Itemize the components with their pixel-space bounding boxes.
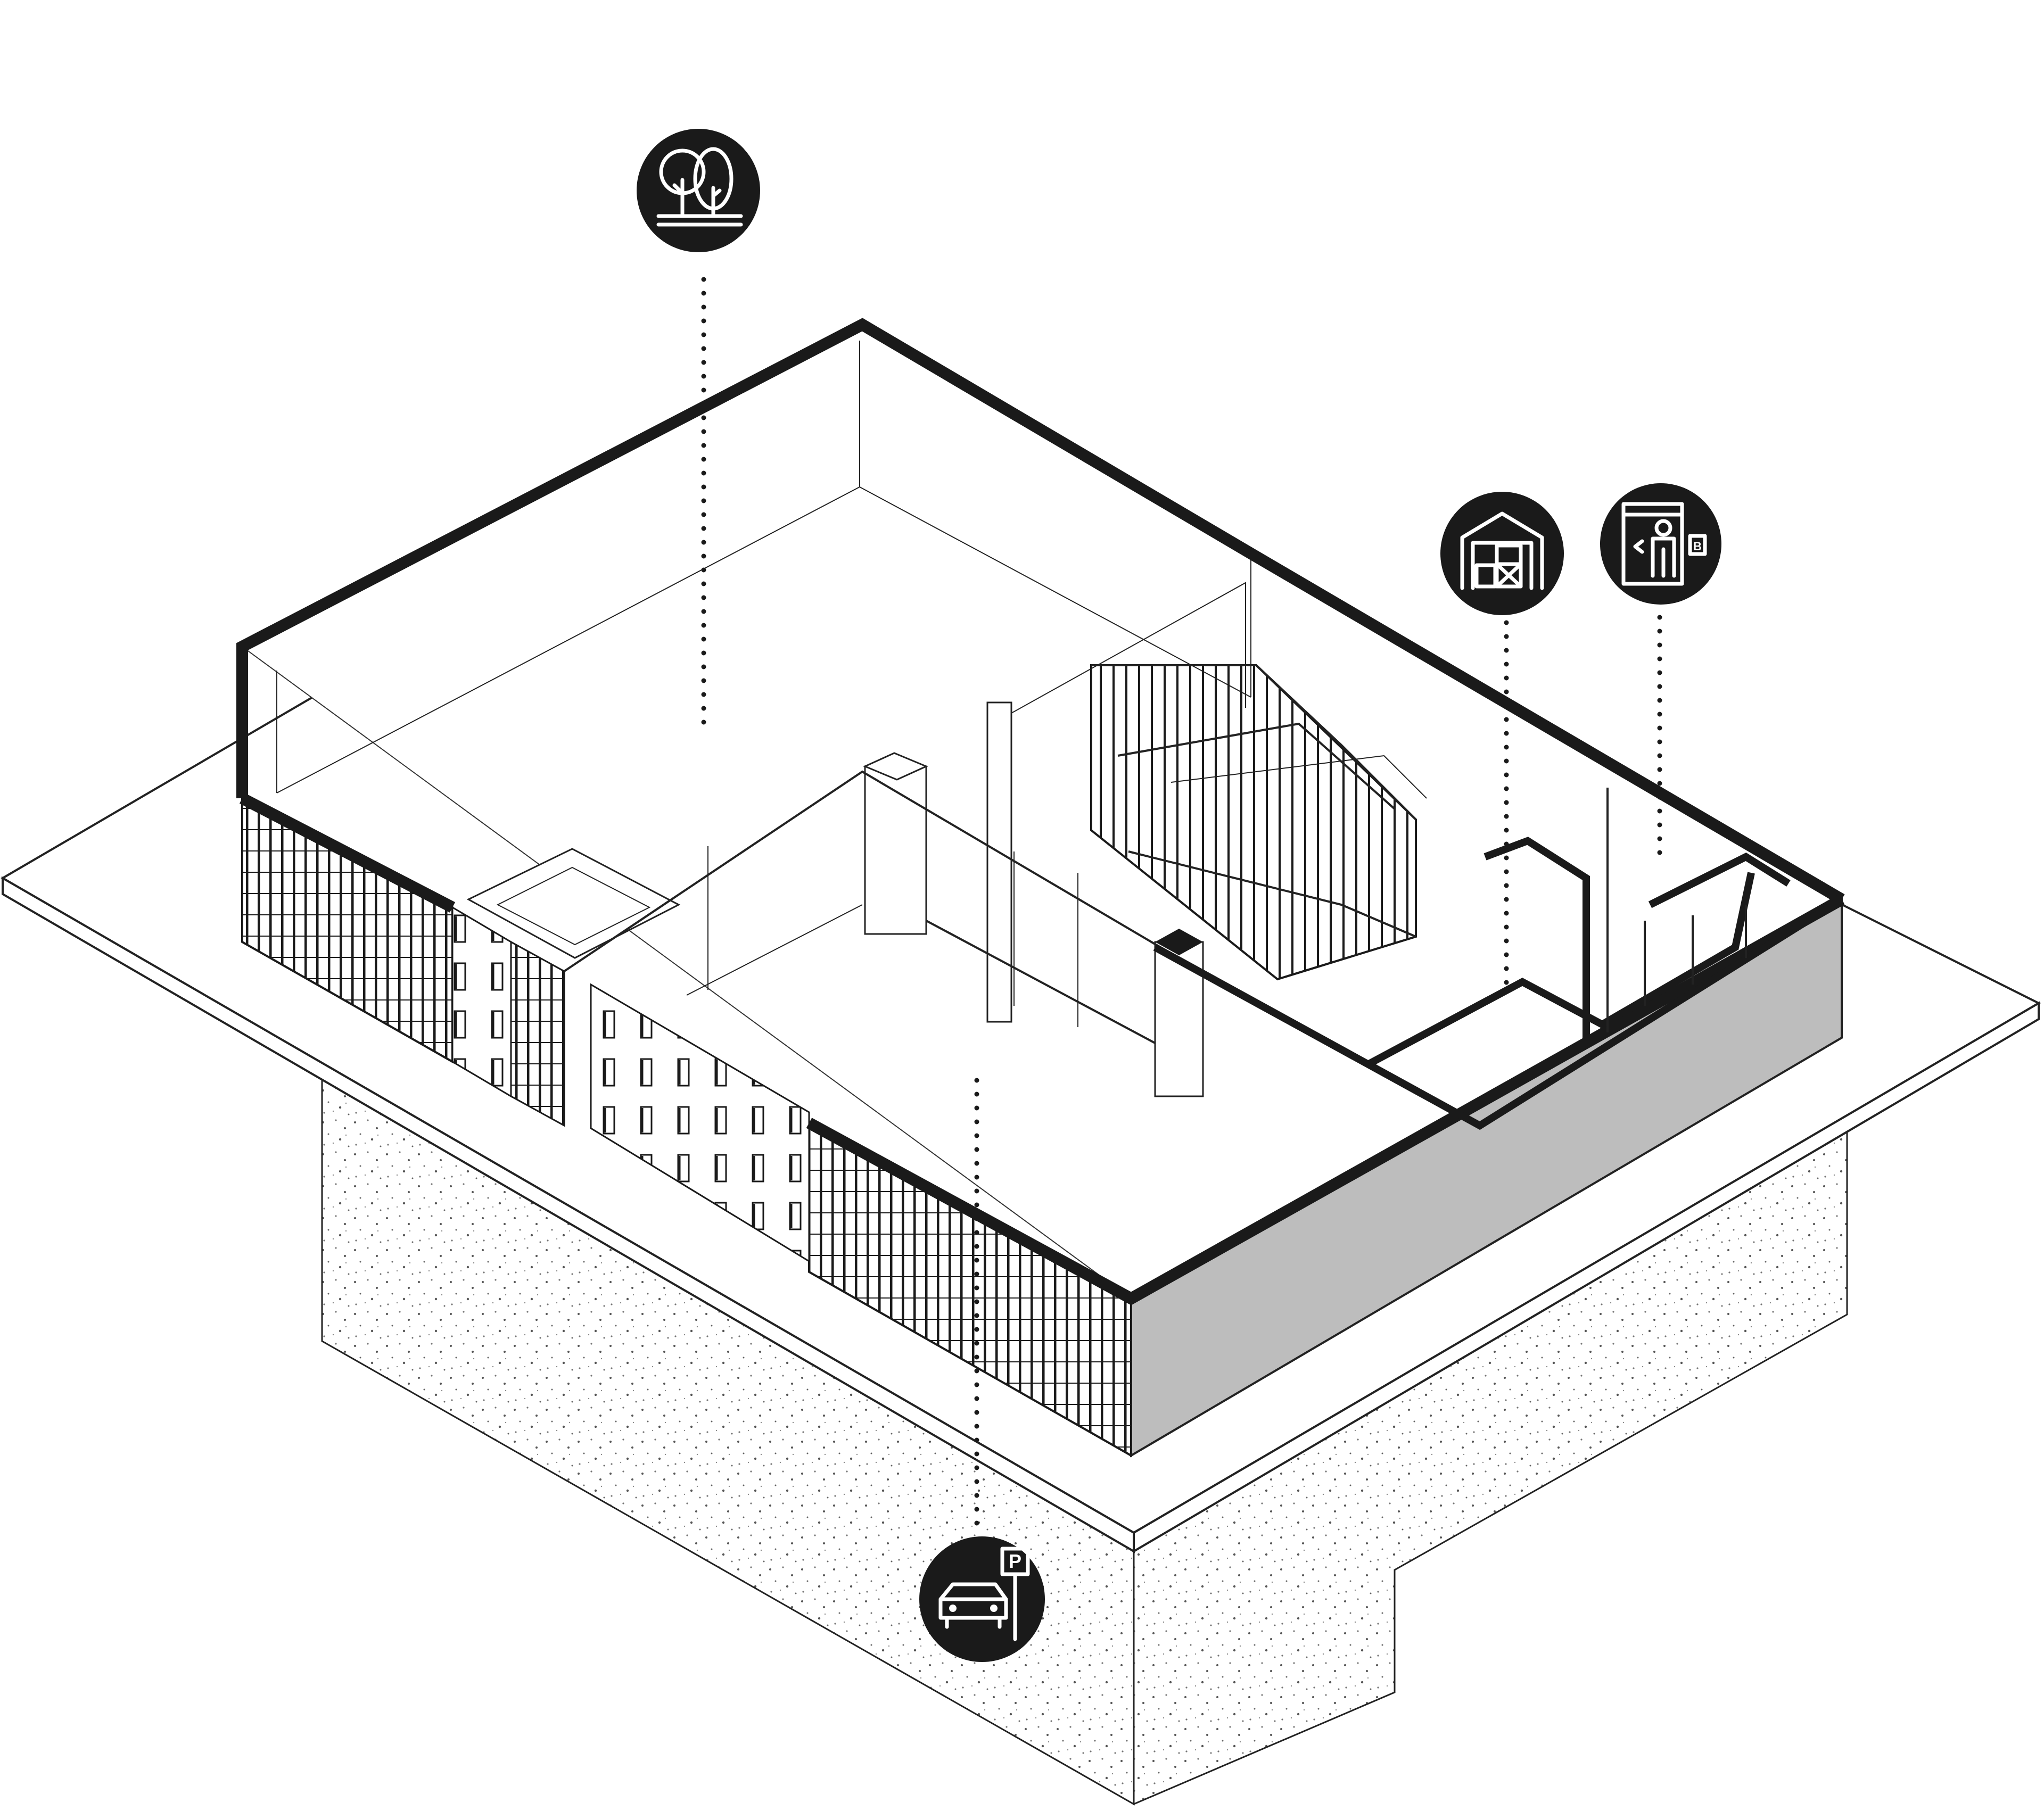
callout-storage [1440, 492, 1564, 615]
service-rooms [1153, 788, 1844, 1130]
breeze-block-wall-2 [590, 983, 810, 1263]
outer-wall-front [239, 793, 456, 913]
car-parking-icon: P [938, 1547, 1030, 1641]
outer-wall-front-right [806, 894, 1845, 1305]
outer-wall-outline [236, 318, 1845, 905]
callout-parking: P [919, 1536, 1045, 1662]
breeze-block-pillar [510, 940, 565, 1127]
warehouse-storage-icon [1460, 511, 1544, 590]
parking-label: P [1009, 1550, 1021, 1572]
garden-trees-icon [656, 147, 743, 227]
callout-garden [637, 129, 760, 252]
elevator-icon: B [1621, 502, 1707, 586]
leader-lines [701, 277, 1662, 1535]
elevator-label: B [1693, 540, 1702, 553]
callout-elevator: B [1600, 483, 1721, 605]
staircase [1090, 664, 1427, 981]
